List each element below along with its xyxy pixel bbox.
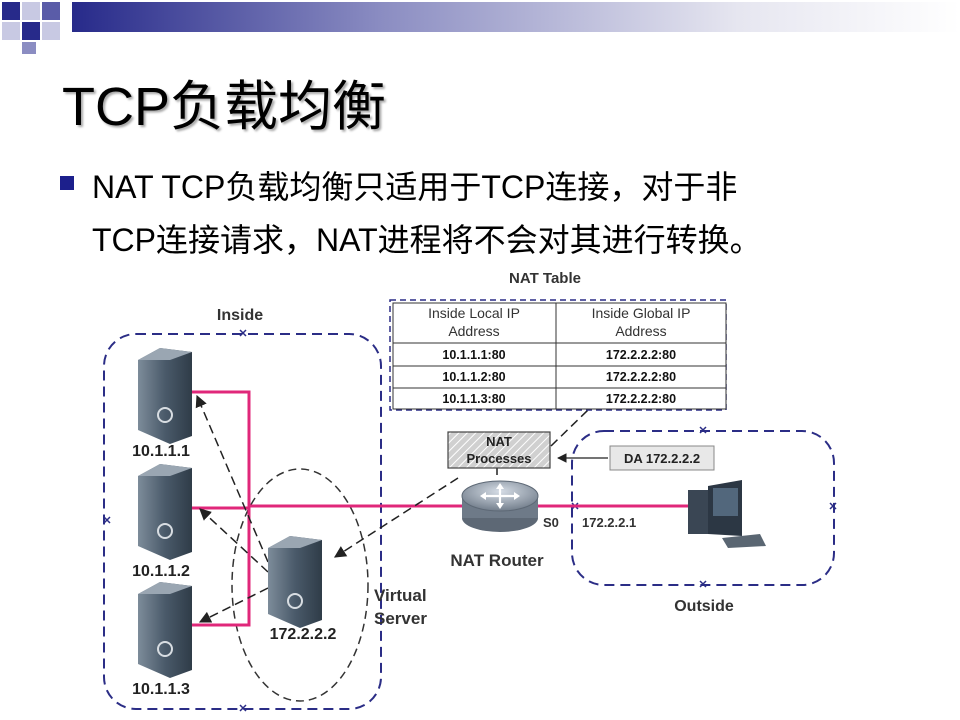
nat-table-cell: 172.2.2.2:80 — [606, 370, 676, 384]
nat-table-header-global-2: Address — [615, 323, 666, 339]
nat-processes-label: NAT — [486, 434, 512, 449]
server-3-ip: 10.1.1.3 — [132, 681, 190, 698]
bullet-text-line-1: NAT TCP负载均衡只适用于TCP连接，对于非 — [92, 169, 738, 205]
server-1-icon — [138, 348, 192, 444]
virtual-server-label-2: Server — [374, 609, 427, 628]
virtual-server-icon — [268, 536, 322, 628]
interface-ip: 172.2.2.1 — [582, 515, 636, 530]
destination-address-box: DA 172.2.2.2 — [609, 445, 715, 471]
arrow-to-server-3 — [198, 587, 269, 623]
server-1-ip: 10.1.1.1 — [132, 443, 190, 460]
nat-processes-label-2: Processes — [466, 451, 531, 466]
bullet-icon — [60, 176, 74, 190]
header-square — [22, 22, 40, 40]
bullet-text-line-2: TCP连接请求，NAT进程将不会对其进行转换。 — [92, 222, 762, 258]
nat-processes-to-table — [550, 409, 589, 447]
header-square — [22, 42, 36, 54]
arrow-to-server-1 — [195, 394, 269, 563]
network-links — [185, 390, 690, 627]
nat-table-title: NAT Table — [509, 270, 581, 287]
server-3-icon — [138, 582, 192, 678]
slide-header-decoration — [2, 2, 960, 54]
nat-table-cell: 10.1.1.2:80 — [442, 370, 505, 384]
virtual-server-boundary — [231, 468, 369, 702]
inside-zone-boundary — [103, 333, 382, 710]
arrow-to-server-2 — [199, 508, 269, 573]
server-2-ip: 10.1.1.2 — [132, 563, 190, 580]
outside-zone-markers — [571, 426, 837, 588]
nat-table-cell: 172.2.2.2:80 — [606, 348, 676, 362]
outside-zone-label: Outside — [674, 598, 734, 615]
header-gradient-bar — [72, 2, 960, 32]
virtual-server-label: Virtual — [374, 586, 427, 605]
router-icon — [461, 480, 539, 532]
header-square — [2, 22, 20, 40]
router-label: NAT Router — [450, 551, 544, 570]
arrow-to-virtual-server — [333, 477, 459, 558]
nat-processes-box: NAT Processes — [447, 431, 551, 469]
inside-zone-markers — [103, 329, 247, 712]
nat-table-cell: 172.2.2.2:80 — [606, 392, 676, 406]
header-square — [2, 2, 20, 20]
interface-label: S0 — [543, 515, 559, 530]
header-square — [22, 2, 40, 20]
destination-address-label: DA 172.2.2.2 — [624, 451, 700, 466]
header-square — [42, 22, 60, 40]
nat-table: NAT Table Inside Local IP Address Inside… — [389, 270, 727, 411]
inside-zone-label: Inside — [217, 307, 263, 324]
virtual-server-ip: 172.2.2.2 — [270, 626, 337, 643]
client-pc-icon — [688, 480, 766, 548]
nat-table-header-local-2: Address — [448, 323, 499, 339]
header-square — [42, 2, 60, 20]
nat-table-header-local: Inside Local IP — [428, 305, 520, 321]
server-2-icon — [138, 464, 192, 560]
nat-table-cell: 10.1.1.1:80 — [442, 348, 505, 362]
slide-title: TCP负载均衡 — [62, 77, 386, 137]
nat-table-cell: 10.1.1.3:80 — [442, 392, 505, 406]
nat-table-header-global: Inside Global IP — [592, 305, 691, 321]
nat-table-grid — [392, 302, 727, 410]
